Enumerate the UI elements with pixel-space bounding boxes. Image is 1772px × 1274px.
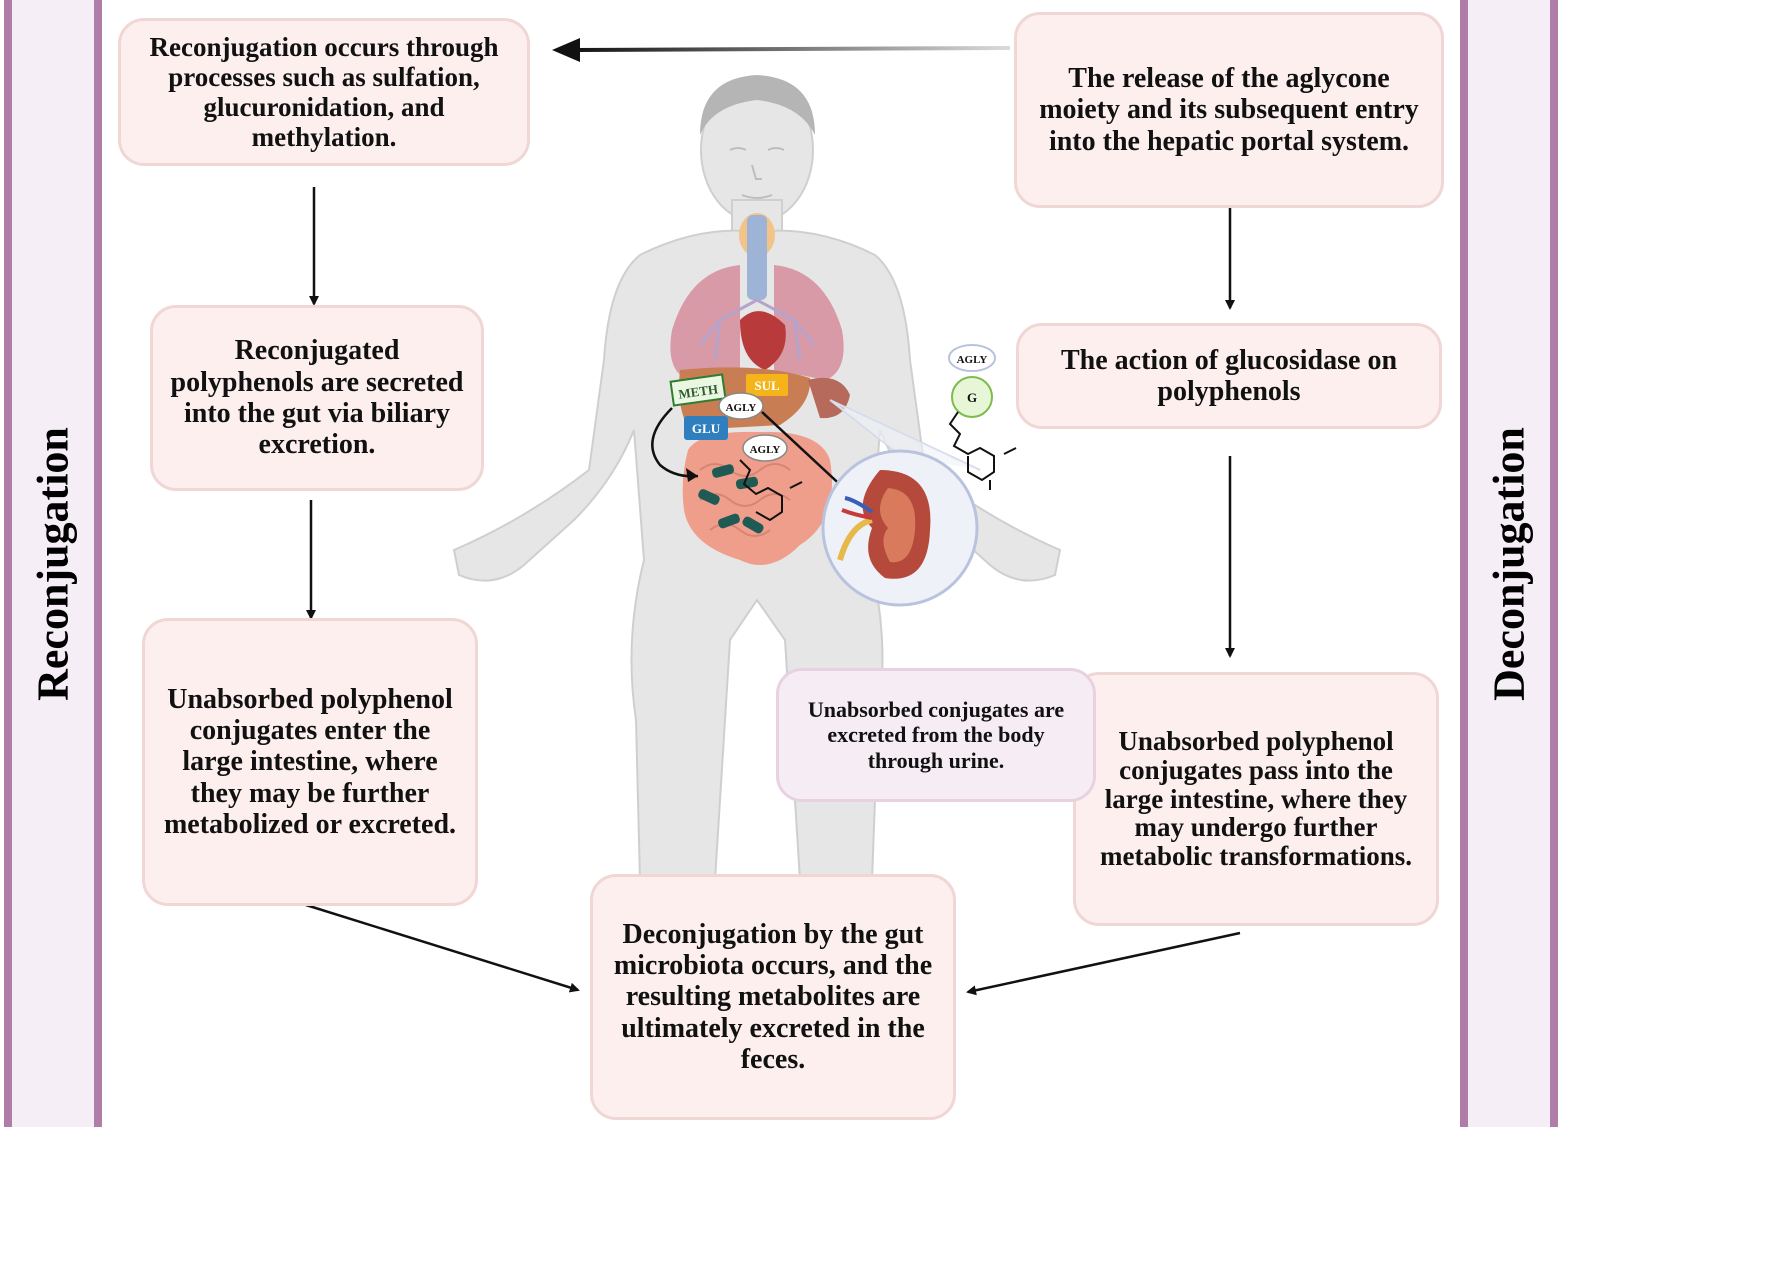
agly-tag-arm: AGLY: [957, 354, 988, 366]
feces-excretion-box: Deconjugation by the gut microbiota occu…: [590, 874, 956, 1120]
biliary-excretion-text: Reconjugated polyphenols are secreted in…: [170, 335, 464, 461]
large-intestine-left-box: Unabsorbed polyphenol conjugates enter t…: [142, 618, 478, 906]
glu-tag: GLU: [692, 421, 721, 436]
aglycone-release-text: The release of the aglycone moiety and i…: [1039, 62, 1419, 157]
g-tag: G: [967, 390, 977, 405]
sul-tag: SUL: [754, 378, 780, 393]
glucosidase-box: The action of glucosidase on polyphenols: [1016, 323, 1442, 429]
human-body-illustration: METH SUL GLU AGLY AGLY AGLY G: [452, 75, 1062, 880]
glucosidase-text: The action of glucosidase on polyphenols: [1060, 344, 1398, 407]
deconjugation-sidebar: Deconjugation: [1460, 0, 1558, 1127]
large-intestine-right-box: Unabsorbed polyphenol conjugates pass in…: [1073, 672, 1439, 926]
reconjugation-sidebar: Reconjugation: [4, 0, 102, 1127]
urine-excretion-text: Unabsorbed conjugates are excreted from …: [807, 697, 1065, 773]
urine-excretion-box: Unabsorbed conjugates are excreted from …: [776, 668, 1096, 802]
agly-tag-liver: AGLY: [726, 402, 757, 414]
aglycone-release-box: The release of the aglycone moiety and i…: [1014, 12, 1444, 208]
agly-tag-gut: AGLY: [750, 444, 781, 456]
reconjugation-processes-box: Reconjugation occurs through processes s…: [118, 18, 530, 166]
meth-tag: METH: [677, 381, 718, 401]
large-intestine-right-text: Unabsorbed polyphenol conjugates pass in…: [1100, 726, 1412, 871]
reconjugation-processes-text: Reconjugation occurs through processes s…: [149, 31, 499, 153]
feces-excretion-text: Deconjugation by the gut microbiota occu…: [613, 918, 933, 1076]
biliary-excretion-box: Reconjugated polyphenols are secreted in…: [150, 305, 484, 491]
large-intestine-left-text: Unabsorbed polyphenol conjugates enter t…: [163, 683, 457, 841]
connector-arrows: [305, 38, 1241, 996]
